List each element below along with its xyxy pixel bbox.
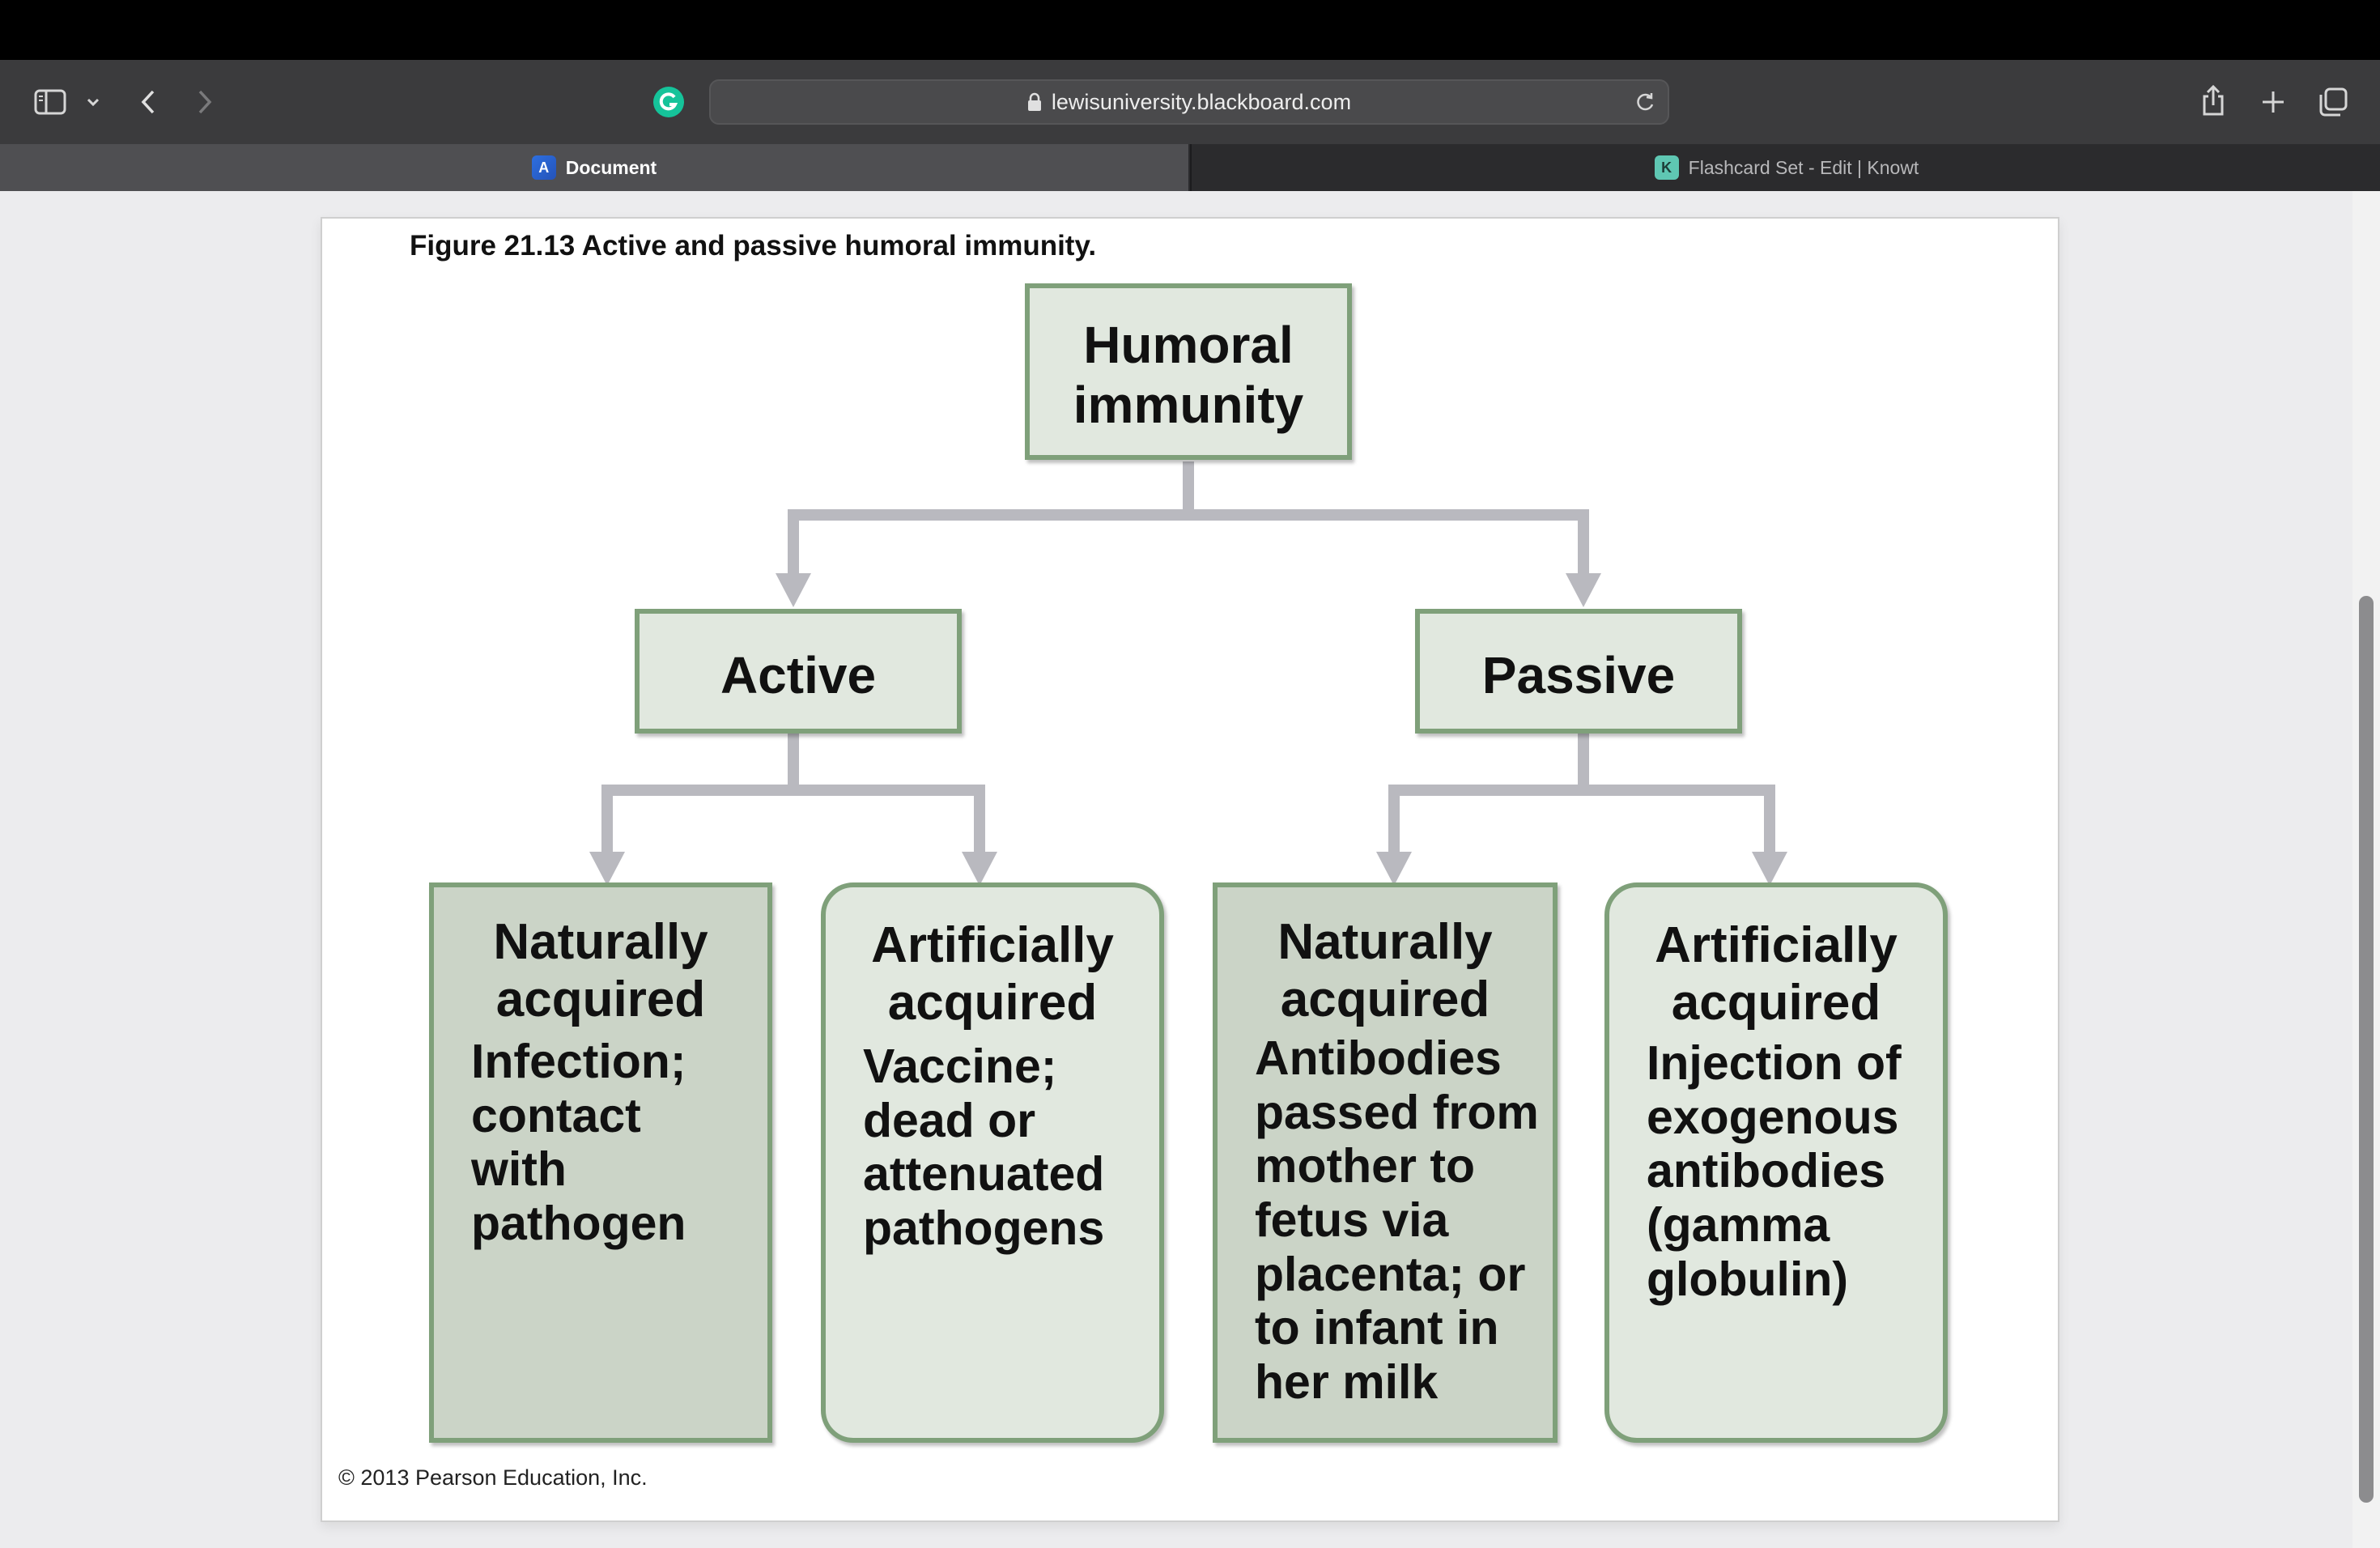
tab-flashcard-set[interactable]: K Flashcard Set - Edit | Knowt	[1190, 144, 2380, 191]
menu-bar	[0, 0, 2380, 60]
box-title: Artificially acquired	[871, 917, 1114, 1031]
connector-active	[793, 785, 985, 855]
knowt-favicon-icon: K	[1654, 155, 1679, 180]
arrowhead	[962, 852, 997, 886]
forward-button[interactable]	[193, 86, 217, 118]
document-favicon-icon: A	[531, 155, 556, 180]
reload-icon	[1637, 93, 1654, 111]
box-title: Artificially acquired	[1655, 917, 1898, 1031]
chevron-down-icon	[87, 98, 100, 107]
tab-overview-button[interactable]	[2317, 86, 2349, 118]
arrowhead	[1376, 852, 1412, 886]
arrowhead	[1752, 852, 1787, 886]
active-artificially-acquired-box: Artificially acquired Vaccine; dead or a…	[821, 882, 1164, 1443]
tab-bar: A Document K Flashcard Set - Edit | Know…	[0, 144, 2380, 191]
copyright-text: © 2013 Pearson Education, Inc.	[338, 1465, 648, 1490]
passive-naturally-acquired-box: Naturally acquired Antibodies passed fro…	[1213, 882, 1558, 1443]
plus-icon	[2263, 91, 2284, 113]
tab-document[interactable]: A Document	[0, 144, 1188, 191]
back-button[interactable]	[136, 86, 160, 118]
grammarly-extension-button[interactable]	[652, 86, 685, 118]
arrowhead	[589, 852, 625, 886]
browser-toolbar: lewisuniversity.blackboard.com	[0, 60, 2380, 144]
chevron-left-icon	[141, 90, 155, 114]
box-body: Vaccine; dead or attenuated pathogens	[863, 1040, 1105, 1255]
passive-box: Passive	[1415, 609, 1742, 734]
connector-active	[601, 734, 799, 855]
sidebar-icon	[34, 89, 66, 115]
active-naturally-acquired-box: Naturally acquired Infection; contact wi…	[429, 882, 772, 1443]
arrowhead	[1566, 573, 1601, 607]
box-body: Injection of exogenous antibodies (gamma…	[1647, 1036, 1902, 1306]
passive-artificially-acquired-box: Artificially acquired Injection of exoge…	[1604, 882, 1948, 1443]
arrowhead	[776, 573, 811, 607]
share-button[interactable]	[2199, 83, 2228, 118]
connector-passive	[1388, 734, 1589, 855]
sidebar-toggle-button[interactable]	[32, 87, 68, 117]
new-tab-button[interactable]	[2259, 87, 2288, 117]
box-title: Naturally acquired	[493, 914, 708, 1028]
box-title: Humoral immunity	[1073, 316, 1304, 434]
share-icon	[2203, 84, 2224, 116]
active-box: Active	[635, 609, 962, 734]
tab-label: Document	[565, 156, 657, 178]
address-bar[interactable]: lewisuniversity.blackboard.com	[709, 79, 1669, 125]
figure-title: Figure 21.13 Active and passive humoral …	[410, 230, 1097, 262]
chevron-right-icon	[198, 90, 212, 114]
url-text: lewisuniversity.blackboard.com	[1051, 89, 1352, 114]
box-title: Naturally acquired	[1277, 914, 1493, 1028]
tab-group-menu-button[interactable]	[84, 92, 102, 112]
tab-label: Flashcard Set - Edit | Knowt	[1688, 156, 1919, 178]
tab-overview-icon	[2319, 87, 2348, 117]
box-body: Antibodies passed from mother to fetus v…	[1255, 1031, 1539, 1409]
box-title: Active	[720, 646, 877, 704]
box-title: Passive	[1481, 646, 1676, 704]
scrollbar-thumb[interactable]	[2359, 596, 2374, 1503]
box-body: Infection; contact with pathogen	[471, 1035, 686, 1250]
lock-icon	[1027, 92, 1041, 111]
connector-root	[1188, 509, 1589, 576]
connector-passive	[1583, 785, 1775, 855]
reload-button[interactable]	[1634, 91, 1656, 117]
grammarly-icon	[653, 87, 684, 117]
connector-root	[788, 461, 1194, 576]
humoral-immunity-box: Humoral immunity	[1025, 283, 1352, 460]
